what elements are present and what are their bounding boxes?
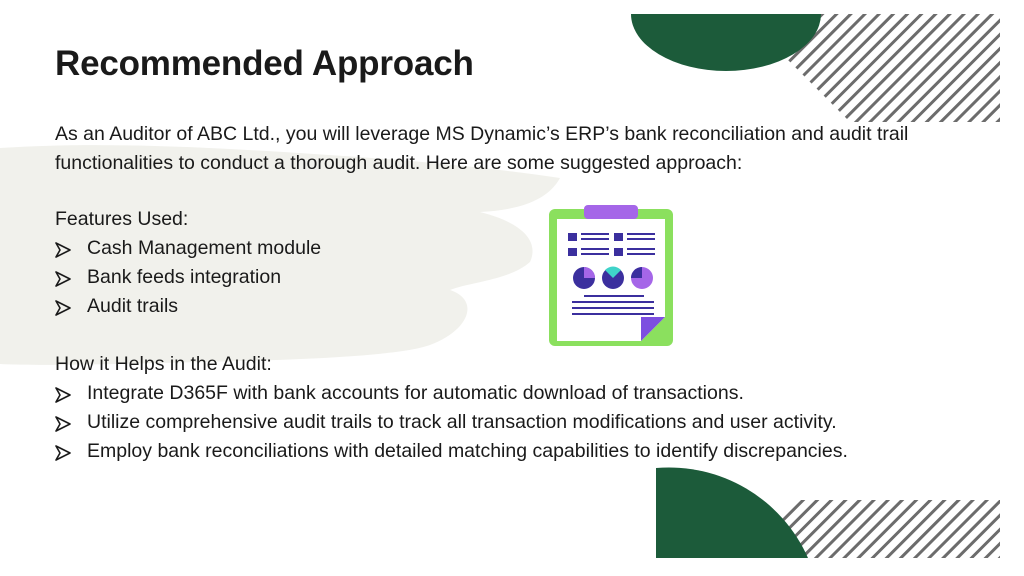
- page-title: Recommended Approach: [55, 44, 474, 83]
- audit-help-item: Integrate D365F with bank accounts for a…: [55, 379, 848, 408]
- green-semicircle-top: [631, 14, 821, 71]
- audit-help-item: Employ bank reconciliations with detaile…: [55, 437, 848, 466]
- arrowhead-bullet-icon: [55, 416, 71, 432]
- intro-paragraph: As an Auditor of ABC Ltd., you will leve…: [55, 120, 1015, 178]
- audit-help-item: Utilize comprehensive audit trails to tr…: [55, 408, 848, 437]
- arrowhead-bullet-icon: [55, 387, 71, 403]
- feature-item-label: Audit trails: [87, 295, 179, 317]
- feature-item: Bank feeds integration: [55, 263, 321, 292]
- audit-help-item-label: Utilize comprehensive audit trails to tr…: [87, 411, 837, 433]
- audit-help-section: How it Helps in the Audit: Integrate D36…: [55, 350, 848, 466]
- green-semicircle-bottom: [656, 467, 808, 558]
- hatch-pattern-bottom: [740, 500, 1000, 558]
- feature-item-label: Cash Management module: [87, 237, 322, 259]
- arrowhead-bullet-icon: [55, 445, 71, 461]
- feature-item: Audit trails: [55, 292, 321, 321]
- audit-help-item-label: Integrate D365F with bank accounts for a…: [87, 382, 744, 404]
- audit-help-item-label: Employ bank reconciliations with detaile…: [87, 440, 848, 462]
- features-heading: Features Used:: [55, 208, 189, 230]
- intro-line-1: As an Auditor of ABC Ltd., you will leve…: [55, 123, 909, 145]
- feature-item: Cash Management module: [55, 234, 321, 263]
- arrowhead-bullet-icon: [55, 242, 71, 258]
- intro-line-2: functionalities to conduct a thorough au…: [55, 152, 743, 174]
- features-section: Features Used: Cash Management module Ba…: [55, 205, 321, 321]
- arrowhead-bullet-icon: [55, 271, 71, 287]
- clipboard-report-icon: [549, 205, 673, 346]
- audit-help-heading: How it Helps in the Audit:: [55, 353, 272, 375]
- arrowhead-bullet-icon: [55, 300, 71, 316]
- brush-stroke-shape: [0, 145, 560, 365]
- feature-item-label: Bank feeds integration: [87, 266, 282, 288]
